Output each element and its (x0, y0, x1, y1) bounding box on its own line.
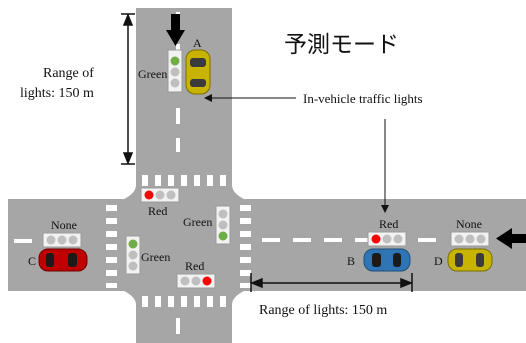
diagram-title: 予測モード (284, 32, 399, 58)
signal-state-car-b: Red (379, 217, 398, 231)
traffic-light-west (125, 235, 141, 275)
range-vertical-label-line2: lights: 150 m (20, 86, 94, 101)
traffic-light-car-d (450, 231, 490, 247)
range-vertical-label-line1: Range of (43, 66, 94, 81)
corner-se (232, 291, 244, 305)
signal-state-car-c: None (51, 218, 77, 232)
signal-state-north: Red (148, 204, 167, 218)
traffic-light-north (140, 187, 180, 203)
corner-sw (124, 291, 136, 305)
signal-state-car-d: None (456, 217, 482, 231)
signal-state-south: Red (185, 259, 204, 273)
traffic-light-car-a (167, 49, 183, 93)
signal-state-car-a: Green (138, 67, 167, 81)
west-bound-arrow-icon (496, 228, 526, 249)
traffic-light-car-b (367, 231, 407, 247)
roads (8, 8, 526, 343)
signal-state-east: Green (183, 215, 212, 229)
car-a-label: A (193, 36, 202, 50)
annotation-pointers (204, 94, 389, 213)
car-c-icon (38, 248, 88, 272)
car-b-label: B (347, 254, 355, 268)
signal-state-west: Green (141, 250, 170, 264)
horizontal-road (8, 199, 526, 291)
car-c-label: C (28, 254, 36, 268)
traffic-light-car-c (42, 232, 82, 248)
south-bound-arrow-icon (166, 14, 185, 46)
corner-ne (232, 185, 244, 199)
range-horizontal-indicator (249, 273, 414, 292)
range-horizontal-label: Range of lights: 150 m (259, 303, 387, 318)
in-vehicle-lights-label: In-vehicle traffic lights (303, 91, 423, 106)
corner-nw (124, 185, 136, 199)
car-d-icon (447, 248, 493, 272)
car-d-label: D (434, 254, 443, 268)
traffic-light-east (215, 205, 231, 245)
car-b-icon (363, 248, 411, 272)
car-a-icon (185, 49, 211, 95)
crosswalks (106, 175, 251, 307)
traffic-light-south (176, 273, 216, 289)
range-vertical-indicator (121, 12, 135, 166)
